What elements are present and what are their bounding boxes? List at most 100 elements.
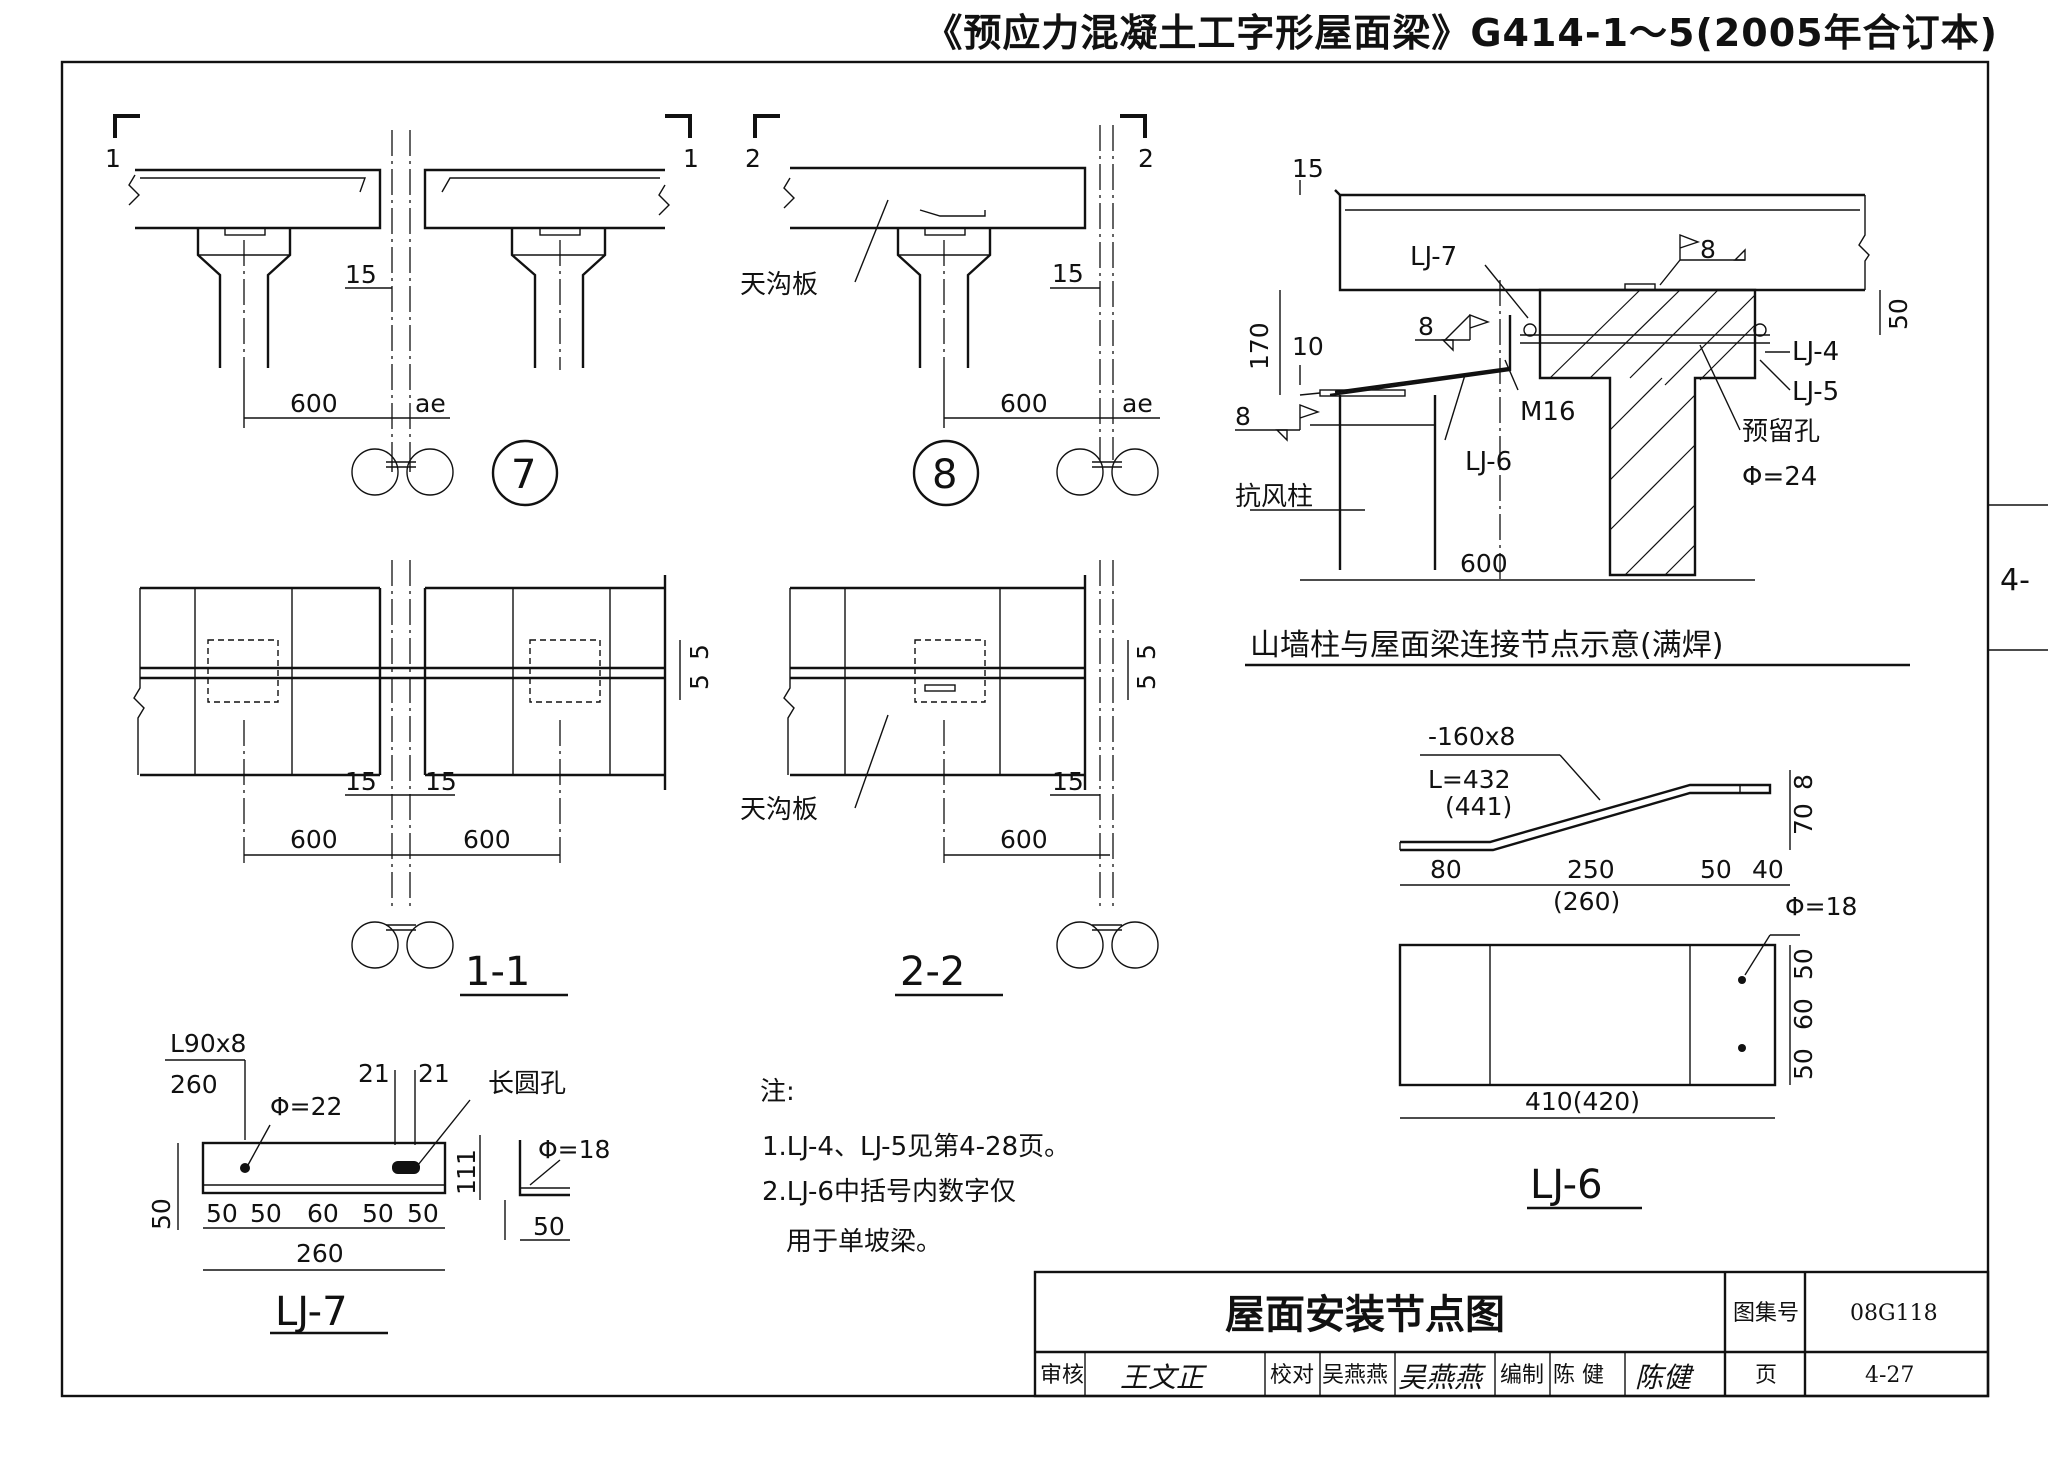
svg-text:2: 2 xyxy=(1138,144,1154,173)
detail-index-8 xyxy=(912,439,980,507)
svg-text:5: 5 xyxy=(1132,644,1161,660)
svg-text:LJ-6: LJ-6 xyxy=(1530,1162,1603,1208)
svg-text:60: 60 xyxy=(1789,998,1818,1030)
svg-text:2.LJ-6中括号内数字仅: 2.LJ-6中括号内数字仅 xyxy=(762,1177,1016,1207)
svg-text:LJ-6: LJ-6 xyxy=(1465,447,1512,477)
svg-text:1: 1 xyxy=(683,144,699,173)
svg-text:Φ=18: Φ=18 xyxy=(538,1135,610,1164)
svg-text:15: 15 xyxy=(345,260,377,289)
svg-text:页: 页 xyxy=(1755,1363,1777,1388)
svg-text:LJ-5: LJ-5 xyxy=(1792,377,1839,407)
svg-text:L=432: L=432 xyxy=(1428,765,1511,794)
review-signature: 王文正 xyxy=(1120,1361,1208,1394)
svg-text:LJ-4: LJ-4 xyxy=(1792,337,1839,367)
svg-text:Φ=24: Φ=24 xyxy=(1742,462,1817,492)
svg-text:长圆孔: 长圆孔 xyxy=(488,1069,566,1099)
svg-text:(441): (441) xyxy=(1445,792,1512,821)
svg-text:15: 15 xyxy=(1052,259,1084,288)
svg-text:10: 10 xyxy=(1292,332,1324,361)
svg-text:审核: 审核 xyxy=(1040,1363,1084,1388)
svg-text:50: 50 xyxy=(250,1199,282,1228)
svg-text:山墙柱与屋面梁连接节点示意(满焊): 山墙柱与屋面梁连接节点示意(满焊) xyxy=(1250,628,1723,663)
svg-text:15: 15 xyxy=(1052,767,1084,796)
svg-text:600: 600 xyxy=(1460,549,1508,578)
detail-7: 1 1 15 600 ae xyxy=(105,114,699,507)
svg-text:50: 50 xyxy=(1789,1048,1818,1080)
svg-text:1: 1 xyxy=(105,144,121,173)
svg-text:LJ-7: LJ-7 xyxy=(1410,242,1457,272)
svg-text:50: 50 xyxy=(533,1212,565,1241)
svg-text:预留孔: 预留孔 xyxy=(1742,417,1820,447)
svg-text:图集号: 图集号 xyxy=(1733,1301,1799,1326)
svg-text:(260): (260) xyxy=(1553,887,1620,916)
svg-text:410(420): 410(420) xyxy=(1525,1087,1640,1116)
svg-text:ae: ae xyxy=(415,389,446,418)
svg-text:陈 健: 陈 健 xyxy=(1553,1363,1604,1388)
sheet-border xyxy=(60,60,1990,1398)
svg-text:ae: ae xyxy=(1122,389,1153,418)
svg-text:2-2: 2-2 xyxy=(900,949,965,995)
plan-2-2: 天沟板 15 600 5 5 2-2 xyxy=(740,560,1161,997)
svg-text:8: 8 xyxy=(1700,235,1716,264)
svg-text:600: 600 xyxy=(1000,825,1048,854)
svg-text:50: 50 xyxy=(1700,855,1732,884)
svg-text:50: 50 xyxy=(1884,298,1913,330)
svg-text:15: 15 xyxy=(1292,154,1324,183)
svg-text:-160x8: -160x8 xyxy=(1428,722,1515,751)
svg-text:60: 60 xyxy=(307,1199,339,1228)
svg-text:8: 8 xyxy=(1418,312,1434,341)
svg-text:天沟板: 天沟板 xyxy=(740,795,818,825)
svg-text:260: 260 xyxy=(296,1239,344,1268)
svg-text:8: 8 xyxy=(932,452,957,498)
check-signature: 吴燕燕 xyxy=(1398,1361,1486,1394)
svg-text:注:: 注: xyxy=(760,1077,795,1107)
sheet-title: 《预应力混凝土工字形屋面梁》G414-1～5(2005年合订本) xyxy=(924,11,1998,55)
svg-text:天沟板: 天沟板 xyxy=(740,270,818,300)
svg-text:250: 250 xyxy=(1567,855,1615,884)
notes: 注: 1.LJ-4、LJ-5见第4-28页。 2.LJ-6中括号内数字仅 用于单… xyxy=(760,1077,1070,1257)
svg-text:5: 5 xyxy=(685,644,714,660)
svg-text:1.LJ-4、LJ-5见第4-28页。: 1.LJ-4、LJ-5见第4-28页。 xyxy=(762,1132,1070,1162)
svg-text:LJ-7: LJ-7 xyxy=(275,1289,348,1335)
svg-text:校对: 校对 xyxy=(1270,1363,1314,1388)
svg-text:1: 1 xyxy=(452,1149,481,1165)
svg-text:抗风柱: 抗风柱 xyxy=(1235,482,1313,512)
svg-text:260: 260 xyxy=(170,1070,218,1099)
lj6-detail: -160x8 L=432 (441) 80 250 (260) 50 40 8 … xyxy=(1398,722,1857,1210)
svg-text:4-27: 4-27 xyxy=(1865,1363,1914,1388)
svg-text:1: 1 xyxy=(452,1179,481,1195)
svg-text:21: 21 xyxy=(358,1059,390,1088)
svg-text:15: 15 xyxy=(425,767,457,796)
draw-signature: 陈健 xyxy=(1635,1361,1695,1394)
svg-text:50: 50 xyxy=(407,1199,439,1228)
svg-text:40: 40 xyxy=(1752,855,1784,884)
svg-text:吴燕燕: 吴燕燕 xyxy=(1322,1363,1388,1388)
svg-text:Φ=22: Φ=22 xyxy=(270,1092,342,1121)
svg-text:M16: M16 xyxy=(1520,397,1576,427)
svg-text:50: 50 xyxy=(147,1198,176,1230)
svg-text:L90x8: L90x8 xyxy=(170,1029,246,1058)
svg-text:70: 70 xyxy=(1789,803,1818,835)
svg-text:15: 15 xyxy=(345,767,377,796)
connection-node: LJ-7 LJ-4 LJ-5 预留孔 Φ=24 M16 LJ-6 抗风柱 8 8… xyxy=(1235,154,1913,667)
svg-text:08G118: 08G118 xyxy=(1850,1301,1938,1326)
svg-text:600: 600 xyxy=(290,825,338,854)
title-block: 屋面安装节点图 图集号 08G118 审核 王文正 校对 吴燕燕 吴燕燕 编制 … xyxy=(1033,1270,1990,1398)
svg-text:8: 8 xyxy=(1789,774,1818,790)
svg-text:8: 8 xyxy=(1235,402,1251,431)
lj7-detail: L90x8 260 Φ=22 21 21 长圆孔 50 50 50 60 50 … xyxy=(147,1029,610,1335)
svg-text:21: 21 xyxy=(418,1059,450,1088)
side-tab-label: 4- xyxy=(2000,563,2030,598)
svg-text:600: 600 xyxy=(463,825,511,854)
detail-index-7 xyxy=(491,439,559,507)
detail-8: 2 2 天沟板 15 600 ae 8 xyxy=(740,114,1160,507)
svg-text:1: 1 xyxy=(452,1164,481,1180)
svg-text:50: 50 xyxy=(206,1199,238,1228)
svg-text:Φ=18: Φ=18 xyxy=(1785,892,1857,921)
svg-text:2: 2 xyxy=(745,144,761,173)
svg-text:1-1: 1-1 xyxy=(465,949,530,995)
svg-text:600: 600 xyxy=(1000,389,1048,418)
svg-text:5: 5 xyxy=(685,674,714,690)
svg-text:5: 5 xyxy=(1132,674,1161,690)
